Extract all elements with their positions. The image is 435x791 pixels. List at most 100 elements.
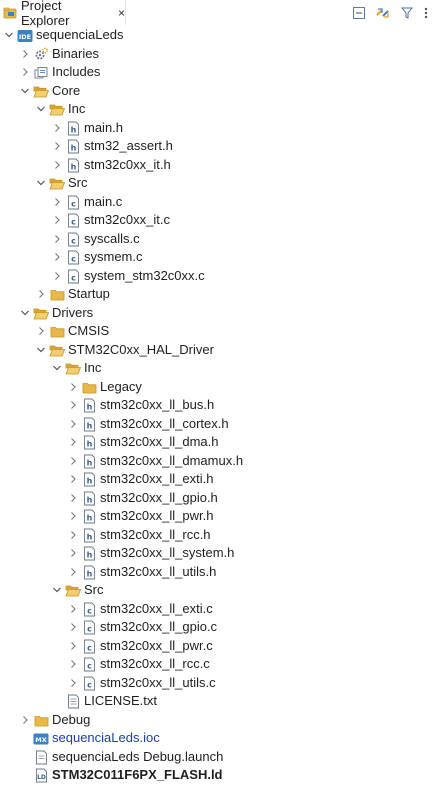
tree-item-label: stm32c0xx_ll_utils.c bbox=[100, 674, 216, 690]
chevron-right-icon[interactable] bbox=[51, 156, 63, 174]
chevron-right-icon[interactable] bbox=[51, 193, 63, 211]
folder-open-icon bbox=[33, 306, 49, 321]
chevron-down-icon[interactable] bbox=[35, 174, 47, 192]
tree-item[interactable]: Includes bbox=[0, 63, 435, 82]
tree-item[interactable]: Src bbox=[0, 174, 435, 193]
chevron-right-icon[interactable] bbox=[67, 618, 79, 636]
tree-item[interactable]: CMSIS bbox=[0, 322, 435, 341]
collapse-all-icon[interactable] bbox=[351, 5, 367, 21]
tree-item[interactable]: Debug bbox=[0, 711, 435, 730]
chevron-right-icon[interactable] bbox=[67, 452, 79, 470]
tree-item-label: stm32c0xx_ll_pwr.c bbox=[100, 637, 213, 653]
chevron-right-icon[interactable] bbox=[67, 415, 79, 433]
chevron-right-icon[interactable] bbox=[51, 119, 63, 137]
tree-item[interactable]: Inc bbox=[0, 359, 435, 378]
tree-item[interactable]: LICENSE.txt bbox=[0, 692, 435, 711]
chevron-right-icon[interactable] bbox=[67, 544, 79, 562]
chevron-right-icon[interactable] bbox=[51, 248, 63, 266]
chevron-right-icon[interactable] bbox=[67, 470, 79, 488]
chevron-right-icon[interactable] bbox=[67, 600, 79, 618]
view-menu-icon[interactable] bbox=[423, 5, 429, 21]
tree-item-label: stm32c0xx_ll_gpio.c bbox=[100, 619, 218, 634]
svg-text:h: h bbox=[86, 569, 92, 578]
chevron-right-icon[interactable] bbox=[35, 322, 47, 340]
folder-icon bbox=[33, 713, 49, 728]
svg-text:c: c bbox=[71, 217, 76, 226]
chevron-right-icon[interactable] bbox=[19, 711, 31, 729]
chevron-right-icon[interactable] bbox=[67, 489, 79, 507]
close-icon[interactable]: × bbox=[117, 5, 125, 20]
link-editor-icon[interactable] bbox=[375, 5, 391, 21]
chevron-right-icon[interactable] bbox=[51, 230, 63, 248]
tree-item[interactable]: Binaries bbox=[0, 45, 435, 64]
svg-text:MX: MX bbox=[35, 736, 46, 744]
svg-text:c: c bbox=[71, 236, 76, 245]
tree-item[interactable]: STM32C0xx_HAL_Driver bbox=[0, 341, 435, 360]
chevron-right-icon[interactable] bbox=[67, 526, 79, 544]
tree-item[interactable]: Src bbox=[0, 581, 435, 600]
tree-item[interactable]: Core bbox=[0, 82, 435, 101]
svg-text:c: c bbox=[87, 606, 92, 615]
chevron-down-icon[interactable] bbox=[19, 304, 31, 322]
chevron-down-icon[interactable] bbox=[51, 581, 63, 599]
filter-icon[interactable] bbox=[399, 5, 415, 21]
chevron-right-icon[interactable] bbox=[67, 655, 79, 673]
tree-item[interactable]: Inc bbox=[0, 100, 435, 119]
chevron-right-icon[interactable] bbox=[19, 45, 31, 63]
chevron-right-icon[interactable] bbox=[67, 563, 79, 581]
chevron-right-icon[interactable] bbox=[51, 211, 63, 229]
tree-item[interactable]: Drivers bbox=[0, 304, 435, 323]
chevron-right-icon[interactable] bbox=[67, 378, 79, 396]
chevron-down-icon[interactable] bbox=[35, 341, 47, 359]
tree-item-label: stm32c0xx_ll_gpio.h bbox=[100, 489, 218, 505]
chevron-right-icon[interactable] bbox=[51, 137, 63, 155]
chevron-right-icon[interactable] bbox=[67, 507, 79, 525]
text-file-icon bbox=[65, 694, 81, 709]
chevron-down-icon[interactable] bbox=[51, 359, 63, 377]
chevron-down-icon[interactable] bbox=[3, 26, 15, 44]
chevron-right-icon[interactable] bbox=[35, 285, 47, 303]
chevron-down-icon[interactable] bbox=[19, 82, 31, 100]
chevron-right-icon[interactable] bbox=[19, 63, 31, 81]
chevron-down-icon[interactable] bbox=[35, 100, 47, 118]
tree-item[interactable]: Legacy bbox=[0, 378, 435, 397]
tree-item[interactable]: Startup bbox=[0, 285, 435, 304]
chevron-right-icon[interactable] bbox=[67, 637, 79, 655]
tab-project-explorer[interactable]: Project Explorer × bbox=[0, 0, 126, 28]
chevron-right-icon[interactable] bbox=[67, 674, 79, 692]
chevron-right-icon[interactable] bbox=[67, 433, 79, 451]
tree-item-label: STM32C011F6PX_FLASH.ld bbox=[52, 767, 223, 782]
header-file-icon: h bbox=[65, 121, 81, 136]
tree-item-label: sysmem.c bbox=[84, 249, 143, 264]
tree-item[interactable]: sequenciaLeds Debug.launch bbox=[0, 748, 435, 767]
header-file-icon: h bbox=[81, 417, 97, 432]
chevron-right-icon[interactable] bbox=[67, 396, 79, 414]
chevron-right-icon[interactable] bbox=[51, 267, 63, 285]
